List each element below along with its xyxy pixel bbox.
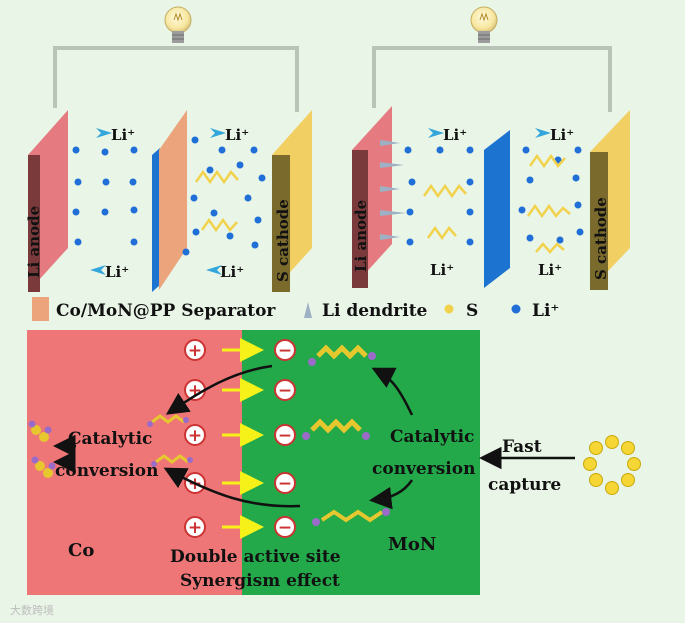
left-wire	[53, 46, 299, 112]
co-label: Co	[68, 540, 94, 561]
polysulfide-chain-icon	[302, 344, 390, 526]
separator-left	[152, 110, 187, 292]
legend: Co/MoN@PP Separator Li dendrite S Li⁺	[32, 297, 559, 321]
legend-sulfur-swatch	[444, 304, 454, 314]
left-conversion-label: conversion	[55, 461, 158, 481]
fast-label: Fast	[502, 437, 542, 457]
plus-icon	[184, 516, 206, 538]
li-anode-left: Li anode	[25, 110, 68, 292]
right-catalytic-label: Catalytic	[390, 427, 474, 447]
li-ion-label: Li⁺	[225, 126, 249, 144]
cathode-label-right: S cathode	[592, 197, 610, 280]
li-ion-label: Li⁺	[430, 261, 454, 279]
capture-label: capture	[488, 475, 561, 495]
legend-sulfur-label: S	[466, 301, 478, 321]
right-wire	[372, 46, 612, 112]
legend-li-ion-swatch	[511, 304, 521, 314]
anode-label-left: Li anode	[25, 206, 43, 278]
legend-dendrite-swatch	[304, 302, 312, 318]
lightbulb-icon	[470, 6, 498, 43]
separator-right	[484, 130, 510, 288]
left-catalytic-label: Catalytic	[68, 429, 152, 449]
li-ion-dots-right	[404, 146, 584, 246]
li-ion-arrow-icon	[90, 128, 226, 275]
minus-sign: −	[278, 381, 292, 401]
synergy-line2: Synergism effect	[180, 571, 340, 591]
li-ion-label: Li⁺	[550, 126, 574, 144]
li-ion-label: Li⁺	[443, 126, 467, 144]
li-ion-label: Li⁺	[111, 126, 135, 144]
minus-icon	[274, 424, 296, 446]
synergy-line1: Double active site	[170, 547, 341, 567]
legend-li-ion-label: Li⁺	[532, 301, 559, 321]
polysulfide-chain-icon	[194, 169, 239, 233]
lightbulb-icon	[164, 6, 192, 43]
right-conversion-label: conversion	[372, 459, 475, 479]
minus-icon	[274, 339, 296, 361]
charge-rows: + − + − + − +	[184, 338, 296, 539]
conversion-arrows	[53, 364, 575, 510]
curved-arrow	[163, 467, 301, 508]
charge-row: + −	[184, 515, 296, 539]
li-ion-label: Li⁺	[220, 263, 244, 281]
minus-icon	[274, 379, 296, 401]
charge-row: + −	[184, 378, 296, 402]
left-cell: Li anode S cathode Li⁺ Li⁺ Li⁺ Li⁺	[25, 6, 312, 292]
polysulfide-chain-icon	[422, 153, 571, 254]
li-anode-right: Li anode	[352, 106, 392, 288]
s-cathode-right: S cathode	[590, 110, 630, 290]
s8-ring-icon	[583, 435, 641, 495]
plus-sign: +	[188, 518, 202, 538]
anode-label-right: Li anode	[352, 200, 370, 272]
cathode-label-left: S cathode	[274, 199, 292, 282]
minus-icon	[274, 516, 296, 538]
polysulfide-chain-icon	[147, 414, 193, 467]
right-cell: Li anode S cathode Li⁺ Li⁺ Li⁺ Li⁺	[352, 6, 630, 290]
mechanism-panel: + − + − + − +	[27, 330, 641, 595]
mon-label: MoN	[388, 534, 436, 555]
minus-sign: −	[278, 518, 292, 538]
watermark: 大数跨境	[10, 603, 54, 617]
mon-region	[242, 330, 480, 595]
plus-icon	[184, 424, 206, 446]
legend-separator-label: Co/MoN@PP Separator	[56, 301, 276, 321]
curved-arrow	[371, 367, 414, 416]
legend-separator-swatch	[32, 297, 49, 321]
minus-sign: −	[278, 341, 292, 361]
charge-row: + −	[184, 338, 296, 362]
li-ion-arrow-icon	[428, 128, 551, 138]
minus-icon	[274, 472, 296, 494]
plus-icon	[184, 339, 206, 361]
li-ion-label: Li⁺	[105, 263, 129, 281]
legend-dendrite-label: Li dendrite	[322, 301, 428, 321]
li-ion-dots-left	[72, 136, 266, 256]
li-dendrite-icon	[380, 140, 406, 240]
minus-sign: −	[278, 426, 292, 446]
curved-arrow	[369, 479, 414, 510]
curved-arrow	[165, 364, 273, 415]
s-cathode-left: S cathode	[272, 110, 312, 292]
plus-sign: +	[188, 426, 202, 446]
minus-sign: −	[278, 474, 292, 494]
charge-row: + −	[184, 423, 296, 447]
plus-sign: +	[188, 381, 202, 401]
plus-sign: +	[188, 341, 202, 361]
li-ion-label: Li⁺	[538, 261, 562, 279]
